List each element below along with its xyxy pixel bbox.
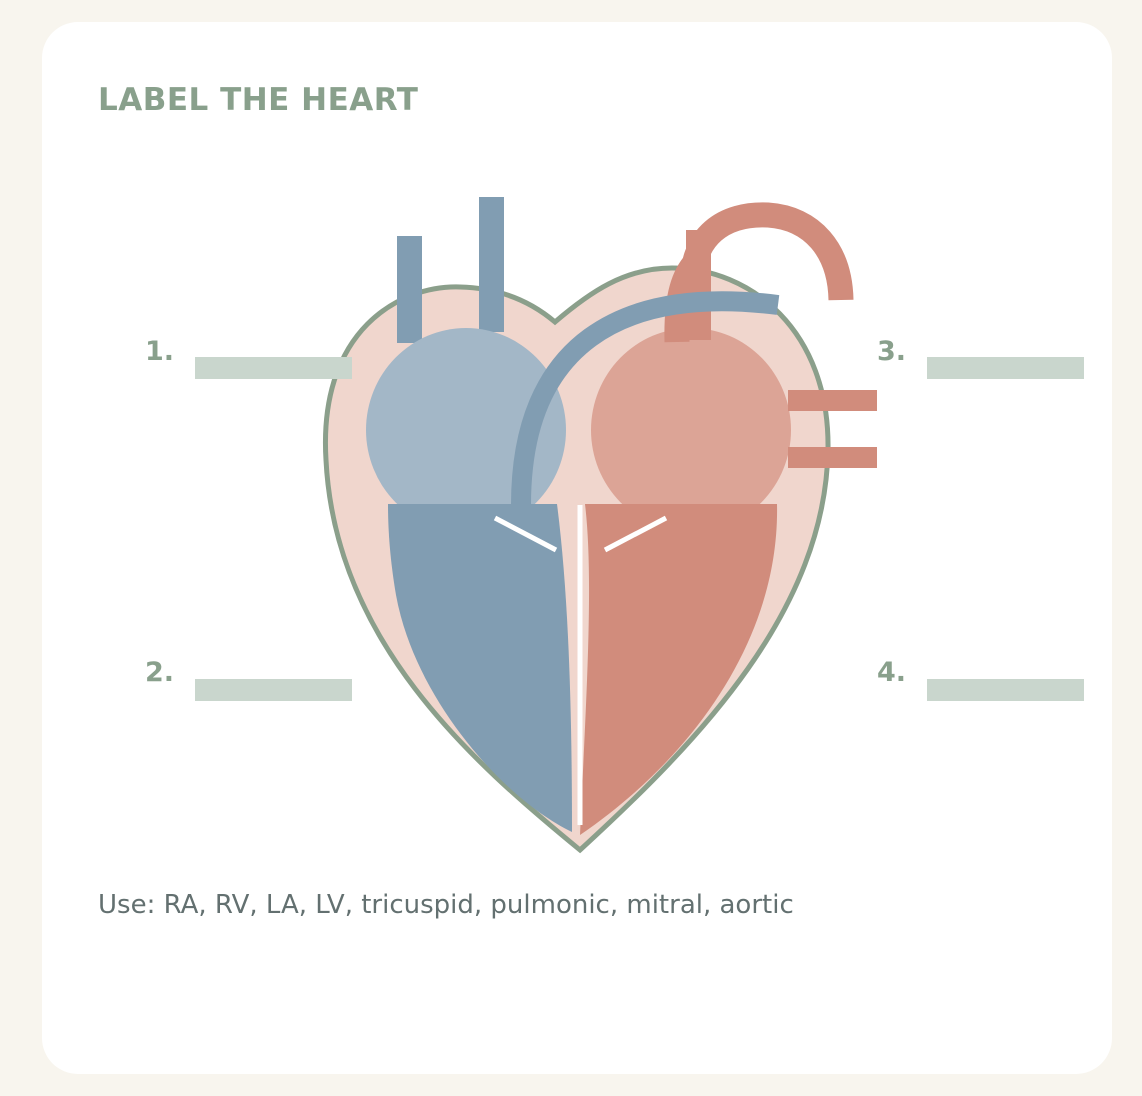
- label-number-3: 3.: [877, 336, 907, 367]
- pulmonary-vein-lower: [788, 447, 877, 468]
- pulmonary-vein-upper: [788, 390, 877, 411]
- vena-cava-left: [397, 236, 422, 343]
- instructions-text: Use: RA, RV, LA, LV, tricuspid, pulmonic…: [98, 890, 794, 920]
- aortic-trunk: [664, 244, 712, 343]
- page-title: LABEL THE HEART: [98, 82, 419, 118]
- label-blank-4[interactable]: [927, 679, 1084, 701]
- tricuspid-valve: [493, 515, 558, 553]
- label-blank-2[interactable]: [195, 679, 352, 701]
- pulmonary-artery: [511, 291, 780, 506]
- label-blank-1[interactable]: [195, 357, 352, 379]
- aortic-arch: [679, 202, 854, 301]
- label-number-4: 4.: [877, 657, 907, 688]
- right-ventricle-notch: [397, 560, 407, 593]
- label-blank-3[interactable]: [927, 357, 1084, 379]
- mitral-valve: [603, 515, 668, 553]
- vena-cava-right: [479, 197, 504, 332]
- left-atrium: [591, 328, 791, 532]
- label-number-1: 1.: [145, 336, 175, 367]
- left-ventricle: [580, 504, 778, 835]
- right-ventricle: [388, 504, 572, 832]
- label-number-2: 2.: [145, 657, 175, 688]
